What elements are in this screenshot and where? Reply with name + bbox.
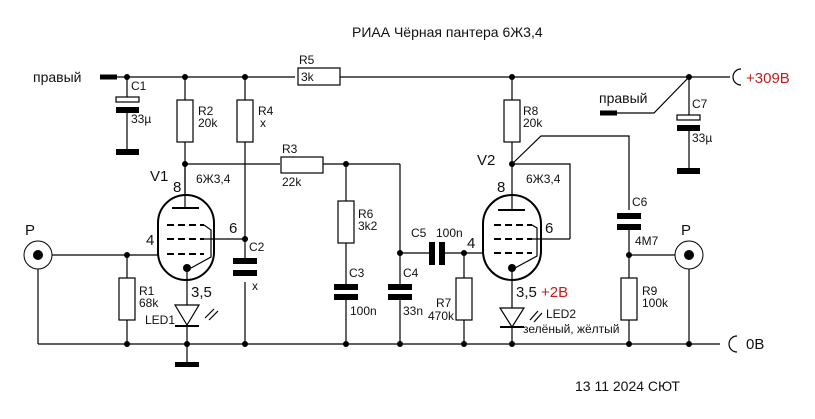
tube-v1 <box>157 164 245 305</box>
resistor-r8 <box>503 77 521 164</box>
r2-ref: R2 <box>198 104 214 118</box>
led-2 <box>498 307 543 344</box>
v1-pin-cathode: 3,5 <box>191 284 212 301</box>
r3-ref: R3 <box>282 142 298 156</box>
led-1 <box>173 304 219 367</box>
c2-ref: C2 <box>249 240 265 254</box>
junction-dot <box>242 341 248 347</box>
capacitor-c3 <box>334 284 358 344</box>
capacitor-c2 <box>233 258 257 276</box>
r4-ref: R4 <box>258 104 274 118</box>
c3-ref: C3 <box>349 266 365 280</box>
v2-cathode-voltage: +2В <box>541 284 568 301</box>
r1-value: 68k <box>139 296 159 310</box>
c5-value: 100n <box>436 226 463 240</box>
c5-ref: C5 <box>411 226 427 240</box>
output-connector[interactable] <box>629 240 704 344</box>
c2-value: x <box>252 279 258 293</box>
r7-ref: R7 <box>436 296 452 310</box>
v2-pin-anode: 8 <box>497 179 505 196</box>
v1-pin-anode: 8 <box>173 179 181 196</box>
r6-value: 3k2 <box>358 219 378 233</box>
footer-date: 13 11 2024 СЮТ <box>575 378 680 394</box>
c7-ref: C7 <box>692 97 708 111</box>
r9-ref: R9 <box>642 284 658 298</box>
resistor-r4 <box>236 77 254 344</box>
input-connector[interactable] <box>23 240 158 344</box>
capacitor-c7 <box>676 77 701 174</box>
r1-ref: R1 <box>139 284 155 298</box>
v1-pin-screen: 6 <box>229 220 237 237</box>
r4-value: x <box>260 116 266 130</box>
r2-value: 20k <box>198 116 218 130</box>
channel-label-right: правый <box>599 90 647 106</box>
v2-ref: V2 <box>477 152 495 169</box>
schematic-title: РИАА Чёрная пантера 6Ж3,4 <box>352 24 543 40</box>
c6-ref: C6 <box>632 195 648 209</box>
c6-value: 4M7 <box>635 234 659 248</box>
r6-ref: R6 <box>358 207 374 221</box>
v1-ref: V1 <box>150 168 168 185</box>
v2-type: 6Ж3,4 <box>526 172 561 186</box>
r7-value: 470k <box>428 309 455 323</box>
r9-value: 100k <box>642 296 669 310</box>
junction-dot <box>242 74 248 80</box>
capacitor-c1 <box>115 77 140 155</box>
resistor-r3 <box>280 156 401 284</box>
supply-rail <box>100 68 742 86</box>
v2-pin-screen: 6 <box>545 220 553 237</box>
r8-value: 20k <box>523 116 543 130</box>
channel-tap-right <box>600 76 690 116</box>
junction-dot <box>184 341 190 347</box>
junction-dot <box>124 74 130 80</box>
v2-pin-grid: 4 <box>467 235 475 252</box>
channel-label-left: правый <box>33 69 81 85</box>
capacitor-c4 <box>388 284 412 344</box>
v1-pin-grid: 4 <box>146 232 154 249</box>
resistor-r7 <box>455 253 473 344</box>
output-connector-label: P <box>681 222 691 239</box>
r3-value: 22k <box>282 175 302 189</box>
tube-v2 <box>482 164 570 308</box>
junction-dot <box>182 74 188 80</box>
c3-value: 100n <box>350 304 377 318</box>
resistor-r5 <box>297 67 341 86</box>
r8-ref: R8 <box>523 104 539 118</box>
c4-ref: C4 <box>403 266 419 280</box>
led2-ref: LED2 <box>546 307 576 321</box>
resistor-r1 <box>118 255 136 344</box>
input-connector-label: P <box>25 222 35 239</box>
junction-dot <box>509 74 515 80</box>
supply-label: +309В <box>746 70 790 87</box>
v2-pin-cathode: 3,5 <box>516 284 537 301</box>
junction-dot <box>124 341 130 347</box>
junction-dot <box>242 236 248 242</box>
r5-value: 3k <box>301 70 315 84</box>
c1-value: 33µ <box>131 112 151 126</box>
led1-ref: LED1 <box>145 313 175 327</box>
led2-note: зелёный, жёлтый <box>523 322 619 336</box>
c1-ref: C1 <box>131 79 147 93</box>
ground-rail <box>38 335 738 353</box>
c7-value: 33µ <box>692 131 712 145</box>
resistor-r6 <box>337 164 355 284</box>
v1-type: 6Ж3,4 <box>196 172 231 186</box>
r5-ref: R5 <box>299 53 315 67</box>
ground-label: 0В <box>746 336 764 353</box>
c4-value: 33n <box>403 304 423 318</box>
resistor-r9 <box>620 277 638 344</box>
